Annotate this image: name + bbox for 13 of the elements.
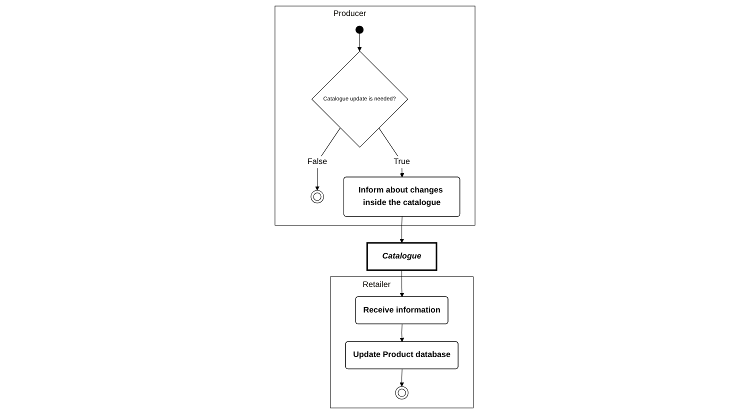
edge-label: True <box>394 158 410 166</box>
node-circle <box>395 386 408 400</box>
arrow <box>400 324 404 342</box>
edge-label: False <box>307 158 328 166</box>
arrow <box>378 128 404 178</box>
arrow <box>315 128 341 191</box>
arrow <box>400 368 404 387</box>
arrow <box>400 270 404 298</box>
arrow <box>400 216 404 244</box>
node-circle <box>310 190 324 204</box>
arrow <box>357 33 362 52</box>
node-circle <box>356 26 364 34</box>
node-box: Catalogue <box>366 242 438 271</box>
